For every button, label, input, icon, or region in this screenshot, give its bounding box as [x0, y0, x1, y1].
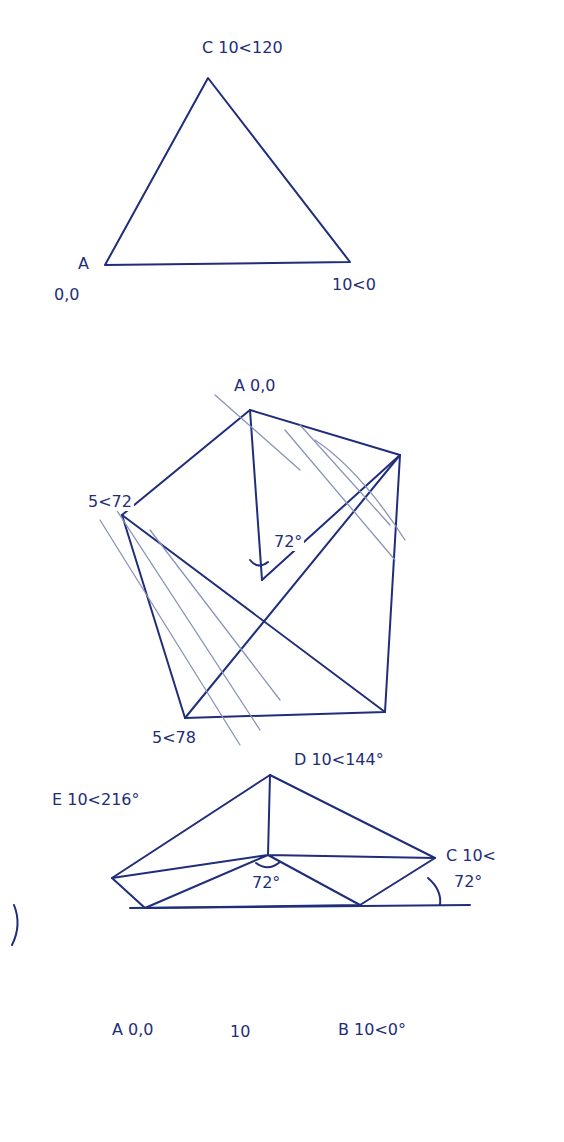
- point-label: B 10<0°: [336, 1020, 408, 1039]
- point-label: 5<72: [86, 492, 134, 511]
- point-label: 10: [228, 1022, 252, 1041]
- radius-line: [262, 455, 400, 580]
- point-label: 72°: [250, 873, 282, 892]
- point-label: A: [76, 254, 91, 273]
- point-label: A 0,0: [110, 1020, 155, 1039]
- point-label: C 10<120: [200, 38, 285, 57]
- angle-arc: [256, 862, 280, 867]
- triangle: [105, 78, 350, 265]
- angle-arc: [428, 878, 440, 905]
- base-extension: [130, 905, 470, 908]
- stray-mark: [12, 905, 18, 945]
- point-label: E 10<216°: [50, 790, 142, 809]
- pencil-hatching: [100, 395, 405, 745]
- pentagon: [122, 410, 400, 718]
- point-label: 5<78: [150, 728, 198, 747]
- angle-arc: [250, 560, 268, 566]
- diagonal-line: [122, 515, 385, 712]
- point-label: 10<0: [330, 275, 378, 294]
- point-label: D 10<144°: [292, 750, 386, 769]
- diagonal-line: [185, 455, 400, 718]
- point-label: C 10<: [444, 846, 498, 865]
- radius-lines: [112, 775, 435, 908]
- point-label: 72°: [272, 532, 304, 551]
- pentagon: [112, 775, 435, 908]
- point-label: A 0,0: [232, 376, 277, 395]
- point-label: 0,0: [52, 285, 81, 304]
- point-label: 72°: [452, 872, 484, 891]
